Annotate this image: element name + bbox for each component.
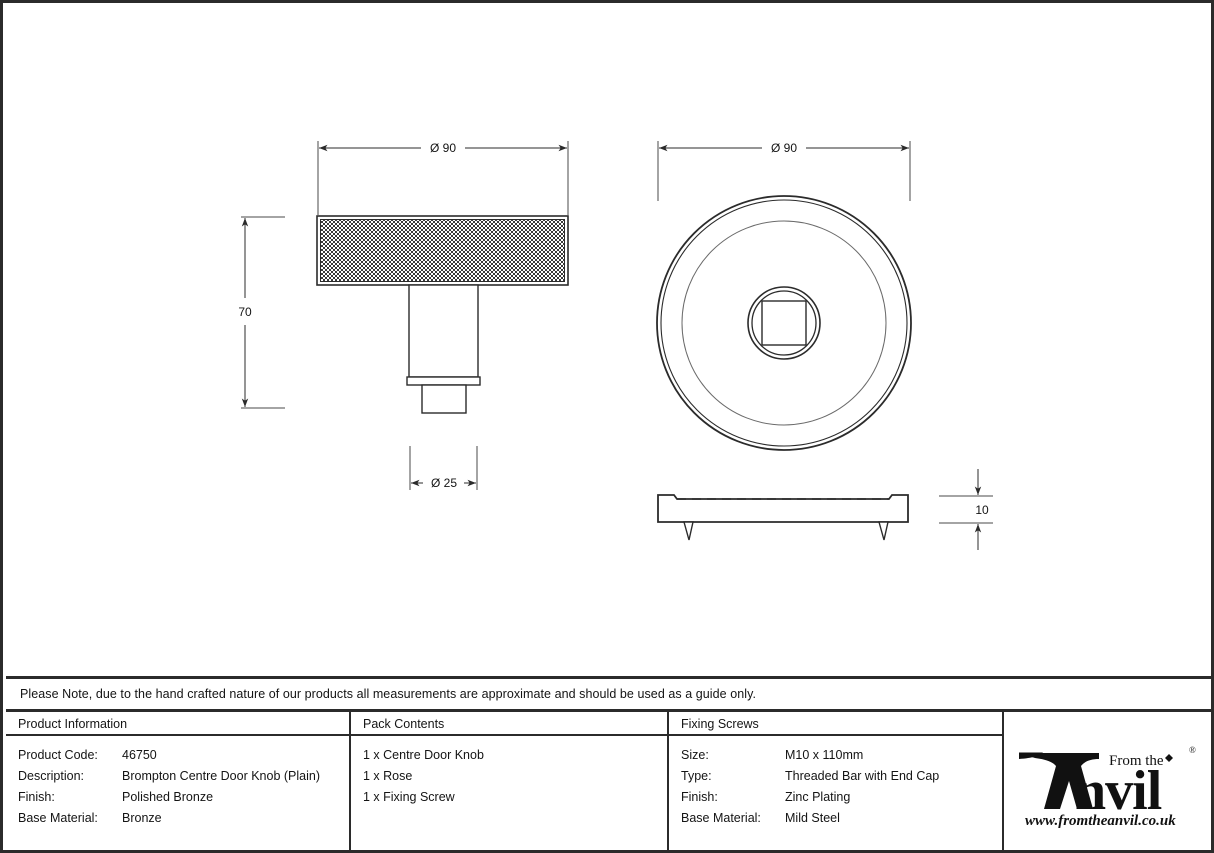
screw-size-label: Size: [681,748,709,762]
rose-fixing-spike-left [683,521,694,541]
brand-logo-column: From the nvil ® www.fromtheanvil.co.uk [1004,712,1211,850]
table-row: Product Code: 46750 [18,745,349,766]
screw-type-value: Threaded Bar with End Cap [785,769,940,783]
screw-base-material-value: Mild Steel [785,811,840,825]
diamond-icon [1164,753,1173,762]
rose-profile-outline [657,494,909,523]
screw-finish-value: Zinc Plating [785,790,851,804]
rose-boss-inner-circle [751,290,817,356]
product-code-label: Product Code: [18,748,98,762]
anvil-icon [1018,752,1099,809]
dimension-rose-thickness: 10 [939,469,993,550]
pack-contents-header: Pack Contents [351,712,667,736]
table-row: Base Material: Bronze [18,808,349,829]
table-row: Type: Threaded Bar with End Cap [681,766,1002,787]
disclaimer-note-text: Please Note, due to the hand crafted nat… [20,687,757,701]
knob-head [316,215,569,286]
table-row: Finish: Polished Bronze [18,787,349,808]
description-label: Description: [18,769,84,783]
table-row: Finish: Zinc Plating [681,787,1002,808]
dimension-side-width: Ø 90 [317,141,569,215]
anvil-logo-svg: From the nvil ® www.fromtheanvil.co.uk [1018,745,1196,829]
product-info-table: Product Information Product Code: 46750 … [6,709,1211,850]
registered-mark-icon: ® [1189,745,1196,755]
base-material-label: Base Material: [18,811,98,825]
screw-type-label: Type: [681,769,712,783]
logo-website: www.fromtheanvil.co.uk [1025,813,1176,829]
product-information-body: Product Code: 46750 Description: Brompto… [6,736,349,829]
finish-value: Polished Bronze [122,790,214,804]
finish-label: Finish: [18,790,55,804]
list-item: 1 x Fixing Screw [363,790,455,804]
spindle-square-hole [761,300,807,346]
screw-base-material-label: Base Material: [681,811,761,825]
base-material-value: Bronze [122,811,162,825]
dimension-label-side-height: 70 [238,305,252,319]
product-information-column: Product Information Product Code: 46750 … [6,712,351,850]
side-view-knob: Ø 90 70 [238,141,569,490]
list-item: 1 x Rose [363,769,413,783]
dimension-side-height: 70 [238,216,285,409]
screw-finish-label: Finish: [681,790,718,804]
rose-outer-circle-inner-edge [660,199,908,447]
rose-fixing-spike-right [878,521,889,541]
disclaimer-note-row: Please Note, due to the hand crafted nat… [6,676,1211,709]
screw-size-value: M10 x 110mm [785,748,864,762]
dimension-front-width: Ø 90 [657,141,911,201]
pack-contents-column: Pack Contents 1 x Centre Door Knob 1 x R… [351,712,669,850]
dimension-label-shank-diameter: Ø 25 [431,476,457,490]
logo-tagline: From the [1109,753,1164,769]
dimension-label-side-width: Ø 90 [430,141,456,155]
dimension-shank-diameter: Ø 25 [409,446,478,490]
table-row: Description: Brompton Centre Door Knob (… [18,766,349,787]
front-view-rose: Ø 90 [656,141,912,451]
list-item: 1 x Centre Door Knob [363,748,484,762]
table-row: Size: M10 x 110mm [681,745,1002,766]
dimension-label-rose-thickness: 10 [975,503,989,517]
knob-stem [406,284,481,414]
logo-wordmark-tail: nvil [1075,760,1162,822]
engineering-drawing-svg: Ø 90 70 [238,141,993,550]
product-information-header: Product Information [6,712,349,736]
rose-face-circle [681,220,887,426]
description-value: Brompton Centre Door Knob (Plain) [122,769,321,783]
fixing-screws-header: Fixing Screws [669,712,1002,736]
rose-boss-outer-circle [747,286,821,360]
table-row: Base Material: Mild Steel [681,808,1002,829]
rose-side-profile: 10 [657,469,993,550]
fixing-screws-body: Size: M10 x 110mm Type: Threaded Bar wit… [669,736,1002,829]
from-the-anvil-logo: From the nvil ® www.fromtheanvil.co.uk [1013,737,1203,829]
drawing-area: Ø 90 70 [3,3,1211,679]
product-code-value: 46750 [122,748,157,762]
pack-contents-body: 1 x Centre Door Knob 1 x Rose 1 x Fixing… [351,736,667,808]
fixing-screws-column: Fixing Screws Size: M10 x 110mm Type: Th… [669,712,1004,850]
dimension-label-front-width: Ø 90 [771,141,797,155]
